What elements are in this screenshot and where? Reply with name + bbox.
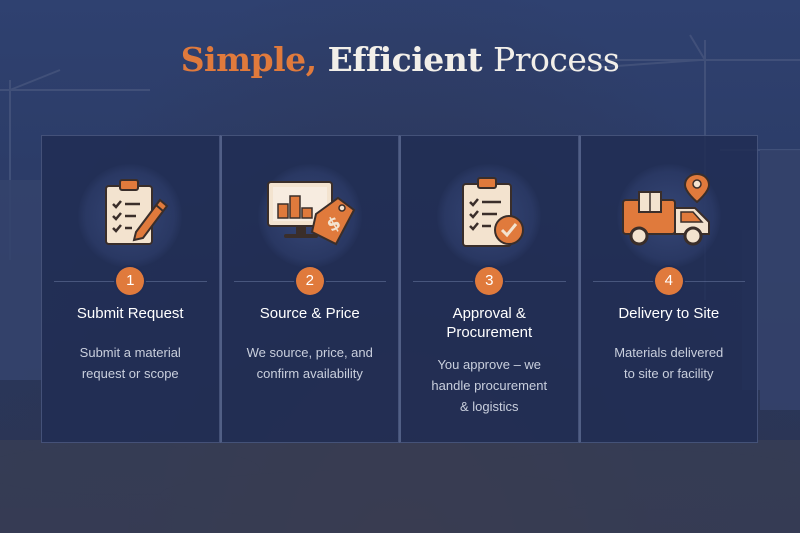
- step-description: You approve – we handle procurement & lo…: [417, 354, 562, 417]
- title-part-efficient: Efficient: [328, 40, 482, 79]
- step-desc-line: Submit a material: [58, 342, 203, 363]
- step-number-badge: 3: [475, 267, 503, 295]
- delivery-truck-icon: [619, 170, 719, 260]
- page-title: Simple, Efficient Process: [0, 38, 800, 82]
- step-number-badge: 4: [655, 267, 683, 295]
- monitor-price-tag-icon: $: [260, 170, 360, 260]
- step-card-source-price: $ 2 Source & Price We source, price, and…: [220, 135, 400, 443]
- step-title-line: Submit Request: [50, 304, 211, 323]
- step-title-line: Approval &: [409, 304, 570, 323]
- step-desc-line: request or scope: [58, 363, 203, 384]
- step-desc-line: to site or facility: [597, 363, 742, 384]
- clipboard-check-icon: [439, 170, 539, 260]
- step-number-badge: 1: [116, 267, 144, 295]
- clipboard-pencil-icon: [80, 170, 180, 260]
- step-title: Approval & Procurement: [409, 304, 570, 342]
- step-title: Source & Price: [230, 304, 391, 323]
- process-steps-panel: 1 Submit Request Submit a material reque…: [41, 135, 758, 443]
- step-card-approval-procurement: 3 Approval & Procurement You approve – w…: [399, 135, 579, 443]
- step-desc-line: handle procurement: [417, 375, 562, 396]
- step-desc-line: Materials delivered: [597, 342, 742, 363]
- step-title-line: Source & Price: [230, 304, 391, 323]
- step-desc-line: We source, price, and: [238, 342, 383, 363]
- step-desc-line: You approve – we: [417, 354, 562, 375]
- step-title-line: Procurement: [409, 323, 570, 342]
- step-desc-line: confirm availability: [238, 363, 383, 384]
- step-number-badge: 2: [296, 267, 324, 295]
- step-description: Materials delivered to site or facility: [597, 342, 742, 384]
- step-description: We source, price, and confirm availabili…: [238, 342, 383, 384]
- step-card-submit-request: 1 Submit Request Submit a material reque…: [41, 135, 220, 443]
- step-description: Submit a material request or scope: [58, 342, 203, 384]
- step-desc-line: & logistics: [417, 396, 562, 417]
- title-part-simple: Simple,: [181, 40, 317, 79]
- step-title: Submit Request: [50, 304, 211, 323]
- step-card-delivery: 4 Delivery to Site Materials delivered t…: [579, 135, 759, 443]
- title-part-process: Process: [493, 40, 619, 79]
- step-title-line: Delivery to Site: [589, 304, 750, 323]
- step-title: Delivery to Site: [589, 304, 750, 323]
